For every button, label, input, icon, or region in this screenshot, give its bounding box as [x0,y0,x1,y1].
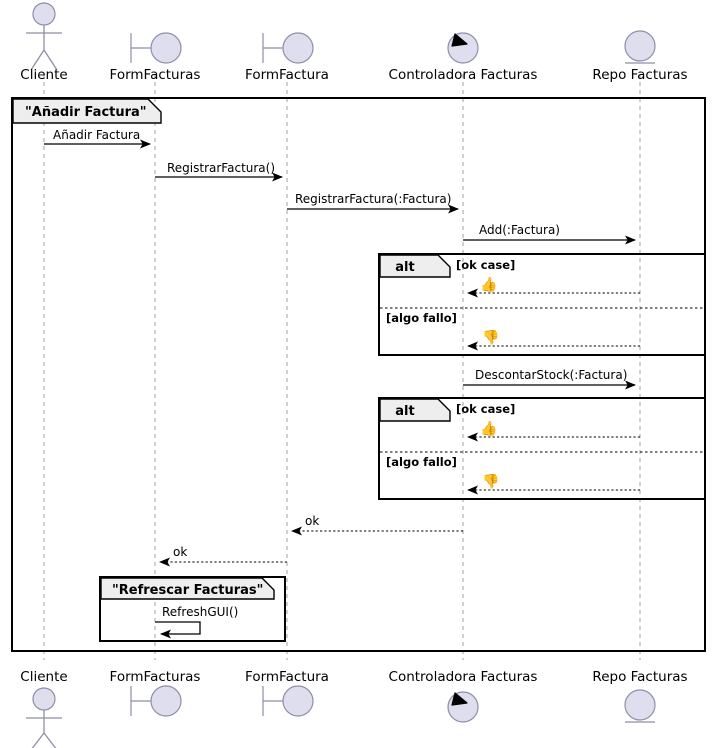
participant-label-formfacturas-top: FormFacturas [110,67,201,83]
participant-head-controladora-bottom[interactable]: Controladora Facturas [389,669,538,723]
control-circle-icon [447,32,479,64]
alt-block-2-keyword: alt [395,404,414,419]
actor-body-icon [26,25,62,71]
entity-circle-icon [624,689,656,721]
participant-label-formfacturas-bottom: FormFacturas [110,669,201,685]
thumbs-up-icon: 👍 [480,276,497,293]
self-message-arrow [155,621,201,639]
control-arrow-icon [451,33,468,47]
control-arrow-icon [451,692,468,706]
boundary-bar-icon [262,33,283,63]
message-label-anadir-factura: Añadir Factura [53,128,140,142]
boundary-bar-icon [130,686,151,716]
participant-head-repo-top[interactable]: Repo Facturas [592,30,688,83]
participant-label-repo-bottom: Repo Facturas [592,669,687,685]
alt-block-1-guard-fail: [algo fallo] [386,311,457,325]
message-label-ok-1: ok [305,514,319,528]
entity-circle-icon [624,30,656,62]
alt-block-2-border [378,397,706,500]
participant-head-controladora-top[interactable]: Controladora Facturas [389,32,538,83]
alt-block-1-guard-ok: [ok case] [456,258,515,272]
participant-label-controladora-bottom: Controladora Facturas [389,669,538,685]
frame-outer-border [11,97,706,652]
boundary-circle-icon [282,32,314,64]
message-refreshgui-self[interactable]: RefreshGUI() [155,605,238,639]
participant-head-formfactura-bottom[interactable]: FormFactura [245,669,329,717]
message-descontarstock[interactable]: DescontarStock(:Factura) [463,368,636,390]
boundary-bar-icon [130,33,151,63]
alt-block-1: alt [ok case] 👍 [algo fallo] 👎 [378,253,706,356]
frame-anadir-factura: "Añadir Factura" [11,97,706,652]
participant-label-formfactura-bottom: FormFactura [245,669,329,685]
control-circle-icon [447,691,479,723]
thumbs-down-icon: 👎 [482,329,499,346]
participant-label-cliente-bottom: Cliente [20,669,67,685]
alt-block-1-border [378,253,706,356]
alt-block-2-guard-ok: [ok case] [456,402,515,416]
alt-block-1-tab [379,254,451,278]
participant-head-cliente-bottom[interactable]: Cliente [20,669,68,748]
actor-stick-figure-icon [32,2,56,26]
participant-label-formfactura-top: FormFactura [245,67,329,83]
boundary-bar-icon [262,686,283,716]
alt-block-2-guard-fail: [algo fallo] [386,455,457,469]
alt-block-2-tab [379,398,451,422]
boundary-circle-icon [282,685,314,717]
frame-outer-tab [12,98,162,124]
message-label-ok-2: ok [173,545,187,559]
participant-head-formfacturas-bottom[interactable]: FormFacturas [110,669,201,717]
message-registrarfactura-factura[interactable]: RegistrarFactura(:Factura) [287,192,459,214]
message-label-registrarfactura: RegistrarFactura() [167,161,275,175]
frame-refrescar-facturas: "Refrescar Facturas" RefreshGUI() [99,576,286,642]
participant-head-repo-bottom[interactable]: Repo Facturas [592,669,688,723]
participant-head-cliente-top[interactable]: Cliente [20,2,68,83]
participant-head-formfactura-top[interactable]: FormFactura [245,32,329,83]
message-label-registrarfactura-factura: RegistrarFactura(:Factura) [295,192,451,206]
participant-label-cliente-top: Cliente [20,67,67,83]
message-add-factura[interactable]: Add(:Factura) [463,223,636,245]
alt-block-1-keyword: alt [395,260,414,275]
actor-stick-figure-icon [32,687,56,711]
frame-nested-tab [100,577,275,600]
participant-label-controladora-top: Controladora Facturas [389,67,538,83]
boundary-circle-icon [150,32,182,64]
message-ok-to-formfactura[interactable]: ok [291,514,463,536]
participant-head-formfacturas-top[interactable]: FormFacturas [110,32,201,83]
thumbs-up-icon: 👍 [480,420,497,437]
actor-body-icon [26,710,62,748]
message-registrarfactura[interactable]: RegistrarFactura() [155,161,283,182]
frame-outer-title: "Añadir Factura" [25,105,147,120]
message-anadir-factura[interactable]: Añadir Factura [44,128,151,149]
frame-nested-title: "Refrescar Facturas" [112,583,263,598]
message-label-descontarstock: DescontarStock(:Factura) [475,368,627,382]
participant-label-repo-top: Repo Facturas [592,67,687,83]
message-ok-to-formfacturas[interactable]: ok [159,545,287,567]
boundary-circle-icon [150,685,182,717]
lifelines-group [43,74,641,660]
alt-block-2: alt [ok case] 👍 [algo fallo] 👎 [378,397,706,500]
message-label-refreshgui: RefreshGUI() [162,605,238,619]
message-label-add-factura: Add(:Factura) [479,223,560,237]
thumbs-down-icon: 👎 [482,473,499,490]
frame-nested-border [99,576,286,642]
